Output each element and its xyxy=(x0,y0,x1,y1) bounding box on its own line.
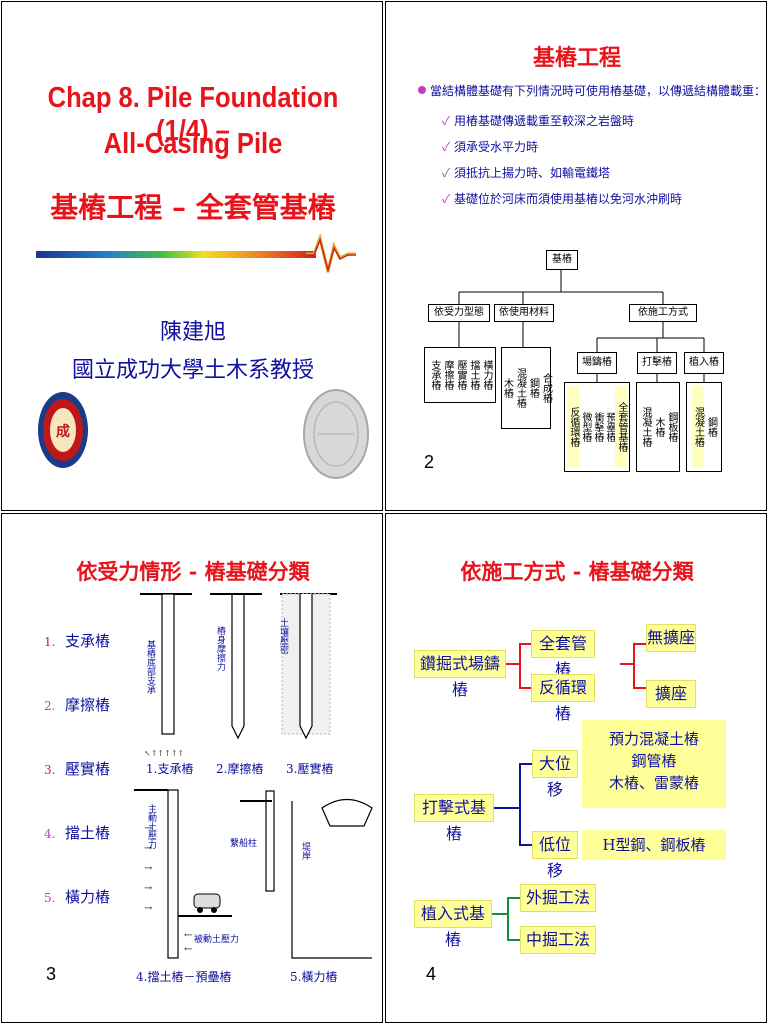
list-item: 2. 摩擦樁 xyxy=(44,696,111,714)
title-chinese: 基樁工程 – 全套管基樁 xyxy=(50,191,336,224)
page-number: 3 xyxy=(46,964,57,984)
slide-3: 依受力情形 - 樁基礎分類 1. 支承樁 2. 摩擦樁 3. 壓實樁 4. 擋土… xyxy=(1,513,383,1023)
list-item: 4. 擋土樁 xyxy=(44,824,111,842)
svg-text:→: → xyxy=(144,863,153,874)
leaf-materials: 木樁 混凝土樁 鋼樁 合成樁 xyxy=(501,347,552,429)
bored-cast-pile-box: 鑽掘式場鑄樁 xyxy=(414,650,506,699)
leaf-force-types: 支承樁 摩擦樁 壓實樁 擋土樁 橫力樁 xyxy=(424,347,496,403)
leaf-embedded-types: 混凝土樁 鋼樁 xyxy=(686,382,722,472)
pile-type-list: 1. 支承樁 2. 摩擦樁 3. 壓實樁 4. 擋土樁 5. 橫力樁 xyxy=(44,630,110,950)
svg-text:←: ← xyxy=(184,944,192,955)
large-disp-items-box: 預力混凝土樁 鋼管樁 木樁、雷蒙樁 xyxy=(582,720,726,808)
tree-branch-force: 依受力型態 xyxy=(428,304,490,322)
low-disp-box: 低位移 xyxy=(532,831,578,880)
tree-branch-material: 依使用材料 xyxy=(494,304,554,322)
label-soil-compact: 土壤壓密 xyxy=(278,618,288,654)
title-line-1: Chap 8. Pile Foundation (1/4) – xyxy=(47,82,339,147)
caption-4: 4.擋土樁－預壘樁 xyxy=(136,970,232,984)
author-affiliation: 國立成功大學土木系教授 xyxy=(71,358,314,383)
tree-sub-cast: 場鑄樁 xyxy=(577,352,617,374)
check-icon: ✓ xyxy=(442,192,451,206)
svg-text:→: → xyxy=(144,843,153,854)
no-enlarge-box: 無擴座 xyxy=(646,624,696,652)
caption-5: 5.橫力樁 xyxy=(290,970,338,984)
svg-text:→: → xyxy=(144,823,153,834)
driven-pile-box: 打擊式基樁 xyxy=(414,794,494,843)
label-passive-pressure: 被動土壓力 xyxy=(194,935,240,945)
slide3-title: 依受力情形 - 樁基礎分類 xyxy=(76,559,310,584)
check-item: ✓ 須抵抗上揚力時、如輸電鐵塔 xyxy=(442,166,611,180)
svg-text:→: → xyxy=(144,903,153,914)
caption-2: 2.摩擦樁 xyxy=(216,762,264,776)
slide-4: 依施工方式 - 樁基礎分類 鑽掘式場鑄樁 全套管樁 反循環樁 無擴座 擴座 打擊… xyxy=(385,513,767,1023)
seal-stamp xyxy=(303,389,369,479)
reverse-circulation-box: 反循環樁 xyxy=(531,674,595,723)
enlarge-box: 擴座 xyxy=(646,680,696,708)
tree-connectors xyxy=(458,270,705,382)
check-icon: ✓ xyxy=(442,114,451,128)
check-list: ✓ 用樁基礎傳遞載重至較深之岩盤時 ✓ 須承受水平力時 ✓ 須抵抗上揚力時、如輸… xyxy=(442,112,682,216)
list-item: 3. 壓實樁 xyxy=(44,760,111,778)
svg-text:→: → xyxy=(144,883,153,894)
tree-branch-method: 依施工方式 xyxy=(629,304,697,322)
leaf-driven-types: 混凝土樁 木樁 鋼板樁 xyxy=(636,382,680,472)
tree-sub-embedded: 植入樁 xyxy=(684,352,724,374)
list-item: 5. 橫力樁 xyxy=(44,888,111,906)
bullet-icon xyxy=(418,86,426,94)
classification-connectors xyxy=(492,643,646,941)
university-logo: 成 xyxy=(38,392,88,468)
embedded-pile-box: 植入式基樁 xyxy=(414,900,492,949)
all-casing-box: 全套管樁 xyxy=(531,630,595,679)
svg-text:←: ← xyxy=(184,930,192,941)
tree-sub-driven: 打擊樁 xyxy=(637,352,677,374)
author-name: 陳建旭 xyxy=(159,320,226,345)
title-line-2: All-Casing Pile xyxy=(103,128,283,160)
page-number: 2 xyxy=(424,452,435,472)
check-icon: ✓ xyxy=(442,140,451,154)
leaf-cast-types: 反循環樁 微型樁 衝擊樁 預壘樁 全套管基樁 xyxy=(564,382,630,472)
bullet-text: 當結構體基礎有下列情況時可使用樁基礎，以傳遞結構體載重： xyxy=(430,84,767,98)
tree-root: 基樁 xyxy=(546,250,578,270)
caption-1: 1.支承樁 xyxy=(146,762,194,776)
check-item: ✓ 基礎位於河床而須使用基樁以免河水沖刷時 xyxy=(442,192,683,206)
check-icon: ✓ xyxy=(442,166,451,180)
svg-text:↖↑↑↑↑↑: ↖↑↑↑↑↑ xyxy=(144,749,184,758)
label-base-support: 基樁底部支承 xyxy=(145,640,155,694)
label-embankment: 堤岸 xyxy=(300,842,310,860)
rainbow-bar-graphic xyxy=(36,234,356,273)
check-item: ✓ 須承受水平力時 xyxy=(442,140,539,154)
list-item: 1. 支承樁 xyxy=(44,632,111,650)
low-disp-items-box: H型鋼、鋼板樁 xyxy=(582,830,726,860)
pile-diagrams: ↖↑↑↑↑↑ → → → → → ← ← xyxy=(134,593,373,959)
check-item: ✓ 用樁基礎傳遞載重至較深之岩盤時 xyxy=(442,114,635,128)
large-disp-box: 大位移 xyxy=(532,750,578,799)
label-mooring: 繫船柱 xyxy=(230,839,258,849)
label-active-pressure: 主動土壓力 xyxy=(146,804,156,849)
caption-3: 3.壓實樁 xyxy=(286,762,334,776)
outer-excavation-box: 外掘工法 xyxy=(520,884,596,912)
page-number: 4 xyxy=(426,964,437,984)
slide2-title: 基樁工程 xyxy=(532,45,621,71)
svg-text:成: 成 xyxy=(56,423,70,440)
slide4-title: 依施工方式 - 樁基礎分類 xyxy=(460,559,694,584)
slide-1: Chap 8. Pile Foundation (1/4) – All-Casi… xyxy=(1,1,383,511)
label-shaft-friction: 樁身摩擦力 xyxy=(215,626,225,671)
slide-2: 基樁工程 當結構體基礎有下列情況時可使用樁基礎，以傳遞結構體載重： ✓ 用樁基礎… xyxy=(385,1,767,511)
inner-excavation-box: 中掘工法 xyxy=(520,926,596,954)
